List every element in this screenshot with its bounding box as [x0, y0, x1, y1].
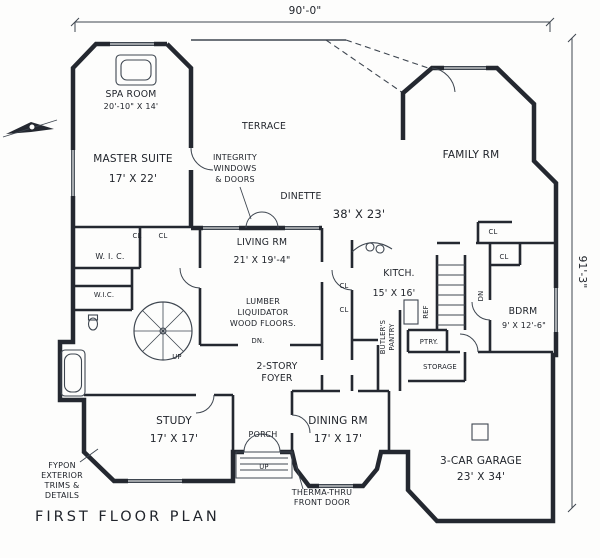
room-label-storage: STORAGE — [423, 363, 457, 371]
leader-lines — [79, 186, 304, 490]
up-marker: UP — [259, 463, 268, 471]
room-label-dinette: DINETTE — [280, 191, 321, 202]
room-label-porch: PORCH — [249, 430, 278, 439]
hall-door-arc — [179, 267, 201, 289]
compass-icon — [2, 119, 58, 138]
labels: 90'-0" 91'-3" SPA ROOM 20'-10" X 14' TER… — [35, 5, 588, 525]
front-door-arcs — [243, 433, 281, 453]
room-label-bdrm: BDRM — [509, 306, 538, 317]
study-door-arc — [195, 394, 215, 414]
dn-marker: DN — [477, 291, 485, 302]
room-label-dining: DINING RM — [308, 415, 368, 427]
therma-leader — [295, 464, 304, 490]
dining-door-arc — [291, 414, 311, 434]
room-label-terrace: TERRACE — [241, 121, 286, 132]
up-marker: UP — [172, 353, 181, 361]
terrace-lines — [191, 39, 432, 94]
bath-tub — [60, 349, 86, 397]
closet-label: CL — [340, 282, 349, 290]
butlers-pantry-line-1: BUTLER'S — [379, 320, 387, 354]
closet-label: CL — [133, 232, 142, 240]
room-label-garage: 3-CAR GARAGE — [440, 455, 522, 467]
living-terrace-door-arcs — [245, 211, 279, 229]
kitchen-sink — [365, 242, 375, 252]
label-wic-large: W. I. C. — [95, 252, 124, 261]
butlers-pantry-line-2: PANTRY — [388, 323, 396, 351]
room-label-foyer-line-1: 2-STORY — [256, 361, 297, 372]
room-label-kitchen: KITCH. — [383, 268, 414, 279]
ref-marker: REF — [422, 305, 430, 319]
fixtures — [60, 54, 489, 479]
label-wic-small: W.I.C. — [94, 291, 114, 299]
garage-post — [471, 423, 489, 441]
bdrm-door-arc — [471, 301, 491, 321]
room-label-spa: SPA ROOM — [106, 89, 157, 100]
dimension-lines — [70, 17, 577, 513]
integrity-leader — [239, 186, 252, 220]
room-size-study: 17' X 17' — [150, 433, 198, 445]
dim-top-label: 90'-0" — [289, 5, 322, 17]
room-label-study: STUDY — [156, 415, 192, 427]
annotation-lumber-line-2: LIQUIDATOR — [238, 308, 289, 317]
dn-marker: DN. — [251, 337, 264, 345]
annotation-lumber-line-1: LUMBER — [246, 297, 280, 306]
annotation-integrity-line-2: WINDOWS — [213, 164, 256, 173]
annotation-therma-line-1: THERMA-THRU — [291, 488, 352, 497]
stairs — [133, 264, 465, 361]
kitchen-door-arc — [331, 269, 353, 291]
annotation-integrity-line-3: & DOORS — [215, 175, 255, 184]
annotation-integrity-line-1: INTEGRITY — [213, 153, 257, 162]
family-door-arc — [431, 67, 456, 93]
closet-label: CL — [500, 253, 509, 261]
dim-right-label: 91'-3" — [576, 256, 588, 289]
room-label-foyer-line-2: FOYER — [261, 373, 293, 384]
master-terrace-door-arc — [190, 147, 214, 171]
annotation-therma-line-2: FRONT DOOR — [294, 498, 350, 507]
annotation-fypon-line-3: TRIMS & — [44, 481, 80, 490]
annotation-fypon-line-1: FYPON — [48, 461, 76, 470]
room-label-living: LIVING RM — [237, 237, 287, 248]
room-size-garage: 23' X 34' — [457, 471, 505, 483]
room-size-spa: 20'-10" X 14' — [104, 102, 159, 111]
annotation-fypon-line-2: EXTERIOR — [41, 471, 83, 480]
room-size-dining: 17' X 17' — [314, 433, 362, 445]
toilet — [87, 317, 99, 331]
room-size-living: 21' X 19'-4" — [234, 255, 291, 266]
room-size-master: 17' X 22' — [109, 173, 157, 185]
room-size-bdrm: 9' X 12'-6" — [502, 321, 546, 330]
windows — [69, 40, 560, 490]
porch-slab — [235, 451, 293, 479]
door-arcs — [179, 67, 491, 453]
spa-tub — [115, 54, 157, 86]
exterior-walls — [57, 41, 559, 524]
porch-steps — [240, 457, 288, 471]
closet-label: CL — [159, 232, 168, 240]
closet-label: CL — [340, 306, 349, 314]
garage-door-arc — [459, 333, 479, 353]
room-label-pantry: PTRY. — [420, 338, 438, 346]
room-label-family: FAMILY RM — [443, 149, 500, 161]
annotation-fypon-line-4: DETAILS — [45, 491, 79, 500]
plan-title: FIRST FLOOR PLAN — [35, 509, 220, 525]
room-size-kitchen: 15' X 16' — [373, 288, 416, 299]
room-label-master: MASTER SUITE — [93, 153, 172, 165]
room-size-family: 38' X 23' — [333, 207, 386, 221]
annotation-lumber-line-3: WOOD FLOORS. — [230, 319, 296, 328]
fypon-leader — [79, 448, 99, 463]
closet-label: CL — [489, 228, 498, 236]
back-stairs-treads — [437, 264, 465, 326]
interior-walls — [73, 220, 556, 452]
kitchen-island — [403, 299, 419, 325]
